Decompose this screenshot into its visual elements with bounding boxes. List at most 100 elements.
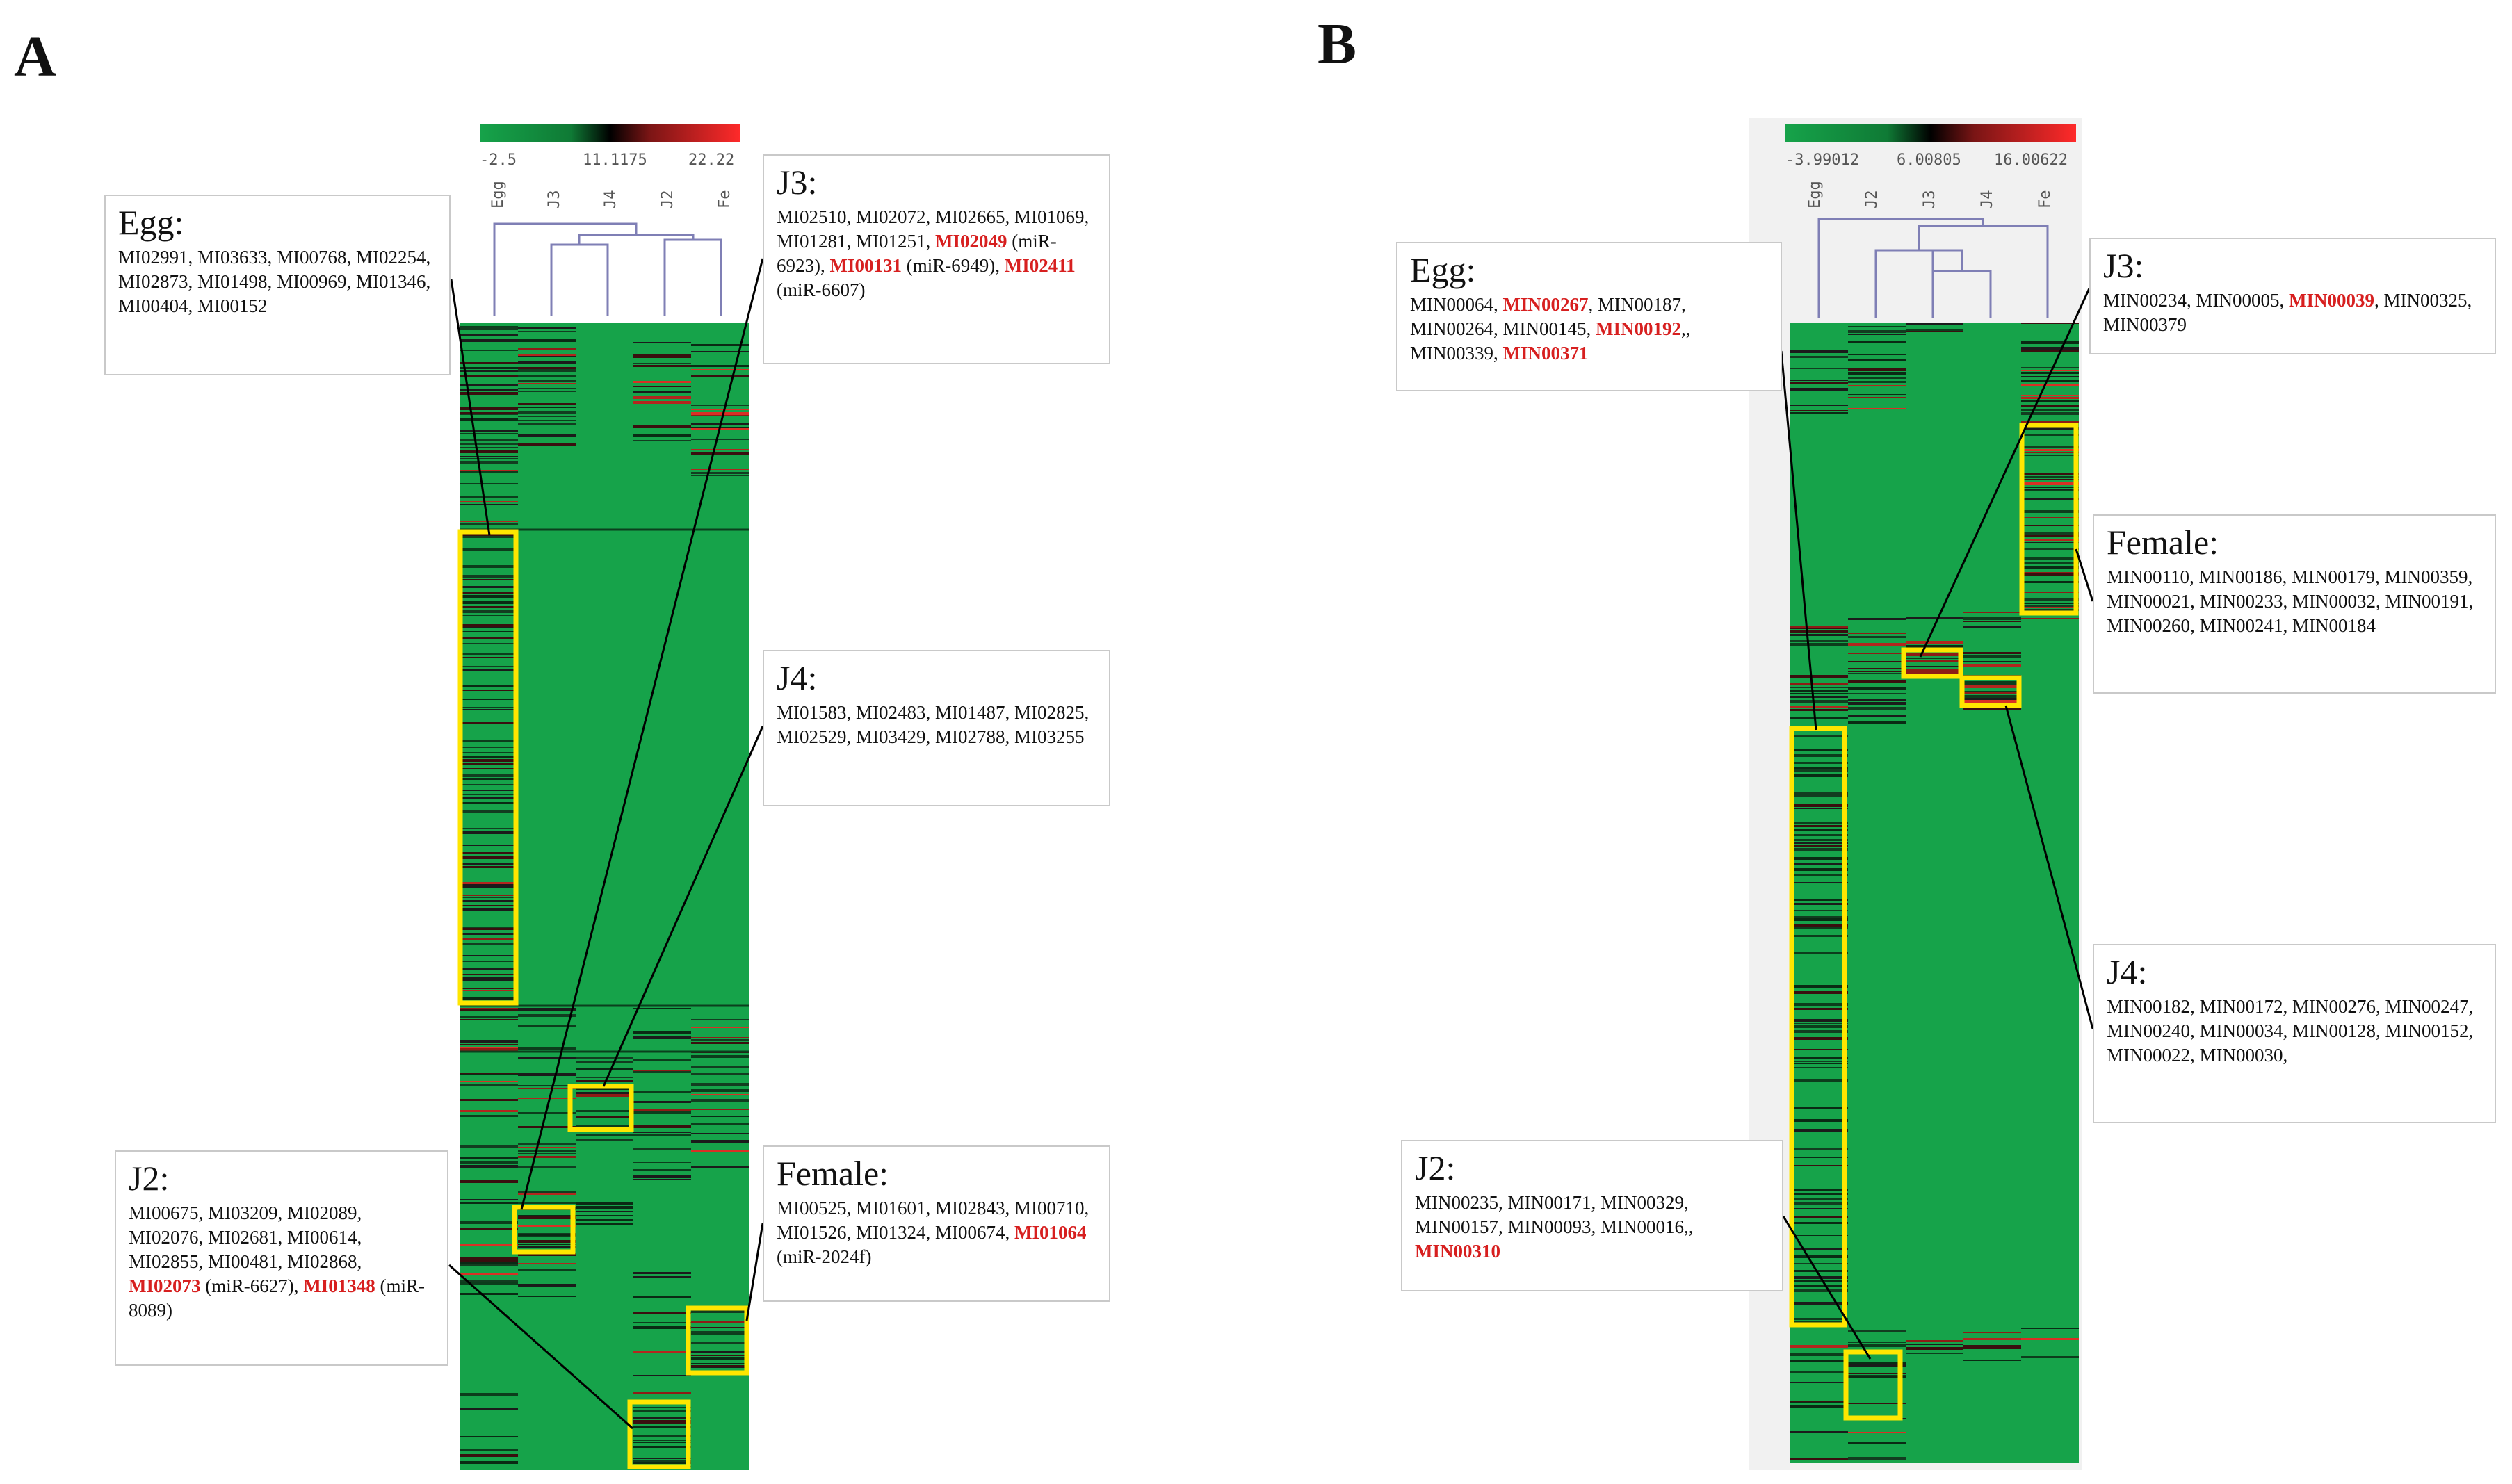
heatmap-cell (633, 1435, 691, 1437)
heatmap-cell (633, 386, 691, 387)
heatmap-cell (1790, 1003, 1848, 1006)
scale-mid-label: 6.00805 (1897, 152, 1961, 169)
heatmap-cell (1963, 655, 2021, 658)
heatmap-cell (633, 1458, 691, 1459)
heatmap-cell (1790, 754, 1848, 757)
heatmap-cell (460, 456, 518, 457)
heatmap-cell (633, 1109, 691, 1111)
gene-id: MIN00325 (2383, 289, 2468, 311)
gene-id: MI02073 (129, 1275, 201, 1296)
heatmap-cell (460, 447, 518, 448)
heatmap-cell (1790, 1019, 1848, 1022)
heatmap-cell (1790, 769, 1848, 772)
heatmap-cell (633, 1036, 691, 1039)
heatmap-cell (1790, 1157, 1848, 1158)
heatmap-cell (460, 784, 518, 785)
heatmap-cell (460, 375, 518, 377)
heatmap-cell (1790, 1405, 1848, 1408)
heatmap-cell (460, 496, 518, 498)
heatmap-cell (1790, 863, 1848, 865)
heatmap-cell (2021, 618, 2079, 619)
gene-id: MIN00152 (2385, 1020, 2469, 1041)
heatmap-cell (1790, 628, 1848, 629)
heatmap-cell (1848, 372, 1906, 375)
heatmap-cell (1906, 666, 1963, 667)
panel-letter-b: B (1318, 12, 1357, 76)
heatmap-cell (1790, 368, 1848, 369)
highlight-box-female (2019, 423, 2079, 616)
gene-id: MI01281 (777, 230, 847, 252)
heatmap-cell (518, 1225, 576, 1227)
heatmap-cell (633, 1296, 691, 1298)
gene-id: MI02049 (935, 230, 1007, 252)
gene-id: MI00131 (829, 254, 902, 276)
heatmap-cell (691, 1351, 749, 1353)
leader-lines-a (448, 258, 764, 1430)
heatmap-cell (633, 1179, 691, 1180)
callout-title: Female: (777, 1154, 889, 1193)
gene-id: MI01064 (1014, 1221, 1087, 1243)
heatmap-cell (633, 342, 691, 343)
heatmap-cell (1790, 910, 1848, 911)
heatmap-cell (2021, 482, 2079, 485)
heatmap-cell (1848, 341, 1906, 343)
heatmap-cell (518, 1253, 576, 1256)
gene-id: MIN00145 (1502, 318, 1587, 339)
heatmap-cell (1790, 767, 1848, 769)
heatmap-cell (1790, 882, 1848, 883)
heatmap-a (460, 323, 749, 1470)
heatmap-cell (633, 1071, 691, 1073)
gene-id: MI01324 (856, 1221, 926, 1243)
heatmap-cell (460, 1199, 518, 1200)
heatmap-cell (1790, 1148, 1848, 1150)
scale-min-label: -3.99012 (1785, 152, 1859, 169)
gene-list: MIN00110, MIN00186, MIN00179, MIN00359, … (2107, 566, 2474, 636)
heatmap-cell (518, 416, 576, 417)
gene-id: MIN00005 (2196, 289, 2280, 311)
gene-id: MIN00359 (2384, 566, 2468, 587)
heatmap-cell (1790, 808, 1848, 809)
gene-list: MI00675, MI03209, MI02089, MI02076, MI02… (129, 1202, 425, 1321)
gene-id: MI02529 (777, 726, 847, 747)
heatmap-cell (1963, 695, 2021, 698)
heatmap-cell (633, 434, 691, 437)
heatmap-cell (460, 501, 518, 502)
gene-id: MI01601 (856, 1197, 926, 1218)
heatmap-cell (460, 418, 518, 421)
heatmap-cell (2021, 455, 2079, 456)
heatmap-cell (460, 1202, 518, 1204)
heatmap-cell (1790, 1165, 1848, 1166)
heatmap-cell (1906, 669, 1963, 671)
heatmap-cell (460, 653, 518, 655)
heatmap-cell (460, 443, 518, 445)
gene-id: MIN00157 (1415, 1216, 1498, 1237)
heatmap-cell (518, 434, 576, 437)
heatmap-cell (1848, 1432, 1906, 1433)
heatmap-cell (460, 1293, 518, 1295)
heatmap-cell (1790, 706, 1848, 708)
heatmap-cell (460, 740, 518, 742)
highlight-box-j3 (1901, 647, 1963, 679)
heatmap-cell (460, 1393, 518, 1396)
gene-id: MIN00260 (2107, 614, 2190, 636)
heatmap-cell (1848, 661, 1906, 662)
heatmap-cell (1790, 794, 1848, 797)
heatmap-cell (2021, 1356, 2079, 1358)
heatmap-cell (691, 452, 749, 455)
gene-id: MI00614 (287, 1226, 357, 1248)
heatmap-cell (1790, 792, 1848, 794)
heatmap-cell (460, 938, 518, 940)
gene-id: MIN00187 (1598, 293, 1681, 315)
heatmap-cell (1848, 1342, 1906, 1343)
callout-title: J4: (2107, 952, 2148, 991)
heatmap-cell (518, 407, 576, 408)
heatmap-cell (460, 643, 518, 644)
heatmap-cell (1906, 1353, 1963, 1354)
heatmap-cell (633, 1442, 691, 1443)
heatmap-cell (2021, 598, 2079, 601)
callout-title: J3: (2103, 246, 2144, 285)
heatmap-cell (1790, 1216, 1848, 1218)
heatmap-cell (1963, 1338, 2021, 1340)
heatmap-cell (1790, 405, 1848, 406)
highlight-box-j3 (512, 1205, 576, 1255)
